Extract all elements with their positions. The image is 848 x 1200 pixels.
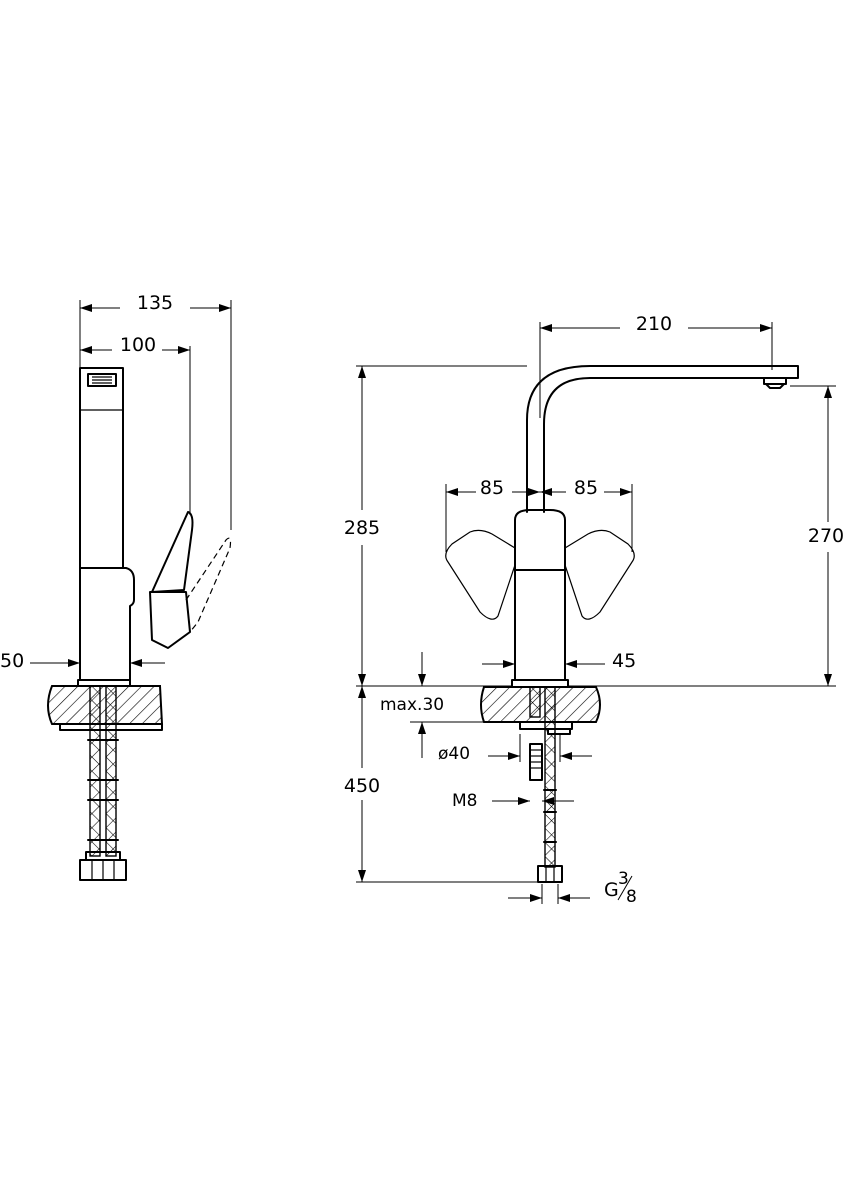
label-front-handle-left: 85 [480, 477, 504, 499]
side-aerator-icon [80, 373, 123, 411]
label-front-body-width: 45 [612, 650, 636, 672]
front-collar [511, 679, 569, 688]
fraction-slash [617, 875, 633, 901]
label-side-total-depth: 135 [137, 292, 173, 314]
side-view: 135 100 50 [0, 292, 232, 881]
dim-side-100: 100 [80, 334, 191, 515]
side-hoses [87, 685, 119, 857]
label-side-handle-offset: 50 [0, 650, 24, 672]
dim-front-o40: ø40 [438, 734, 592, 764]
front-spout [526, 365, 799, 513]
label-stud-thread: M8 [452, 791, 477, 811]
side-countertop [47, 685, 164, 725]
dim-front-450: 450 [344, 686, 538, 883]
side-body [79, 567, 135, 681]
label-front-handle-right: 85 [574, 477, 598, 499]
label-hole-diameter: ø40 [438, 744, 470, 764]
dim-side-50: 50 [0, 650, 165, 680]
front-body [514, 509, 566, 681]
dim-front-270: 270 [568, 385, 844, 687]
dim-side-135: 135 [79, 292, 232, 530]
front-hoses [519, 686, 573, 868]
side-spout-column [79, 367, 124, 569]
label-front-total-height: 285 [344, 517, 380, 539]
dim-front-g38: G 3 8 [508, 869, 637, 907]
label-connection-den: 8 [626, 887, 637, 907]
label-front-spout-reach: 210 [636, 313, 672, 335]
front-connection-nut-icon [537, 865, 563, 883]
dim-front-85-85: 85 85 [445, 477, 633, 552]
side-lever-open-position [185, 537, 232, 633]
side-lever [151, 511, 194, 593]
dim-front-max30: max.30 [380, 652, 484, 758]
side-connection-nuts-icon [79, 851, 127, 881]
label-front-outlet-height: 270 [808, 525, 844, 547]
label-max-counter-thickness: max.30 [380, 695, 444, 715]
side-lever-hinge [149, 591, 191, 649]
front-lever-left-position [445, 529, 516, 620]
dim-front-285: 285 [344, 365, 527, 687]
dim-front-210: 210 [539, 313, 773, 418]
label-connection-base: G [604, 879, 619, 901]
dim-front-m8: M8 [452, 791, 574, 811]
label-connection-num: 3 [618, 869, 629, 889]
front-aerator-icon [763, 377, 787, 389]
front-view: 210 285 270 [344, 313, 844, 907]
label-hose-length: 450 [344, 775, 380, 797]
label-side-spout-depth: 100 [120, 334, 156, 356]
front-lever-right-position [564, 529, 635, 620]
dim-front-45: 45 [482, 650, 636, 672]
